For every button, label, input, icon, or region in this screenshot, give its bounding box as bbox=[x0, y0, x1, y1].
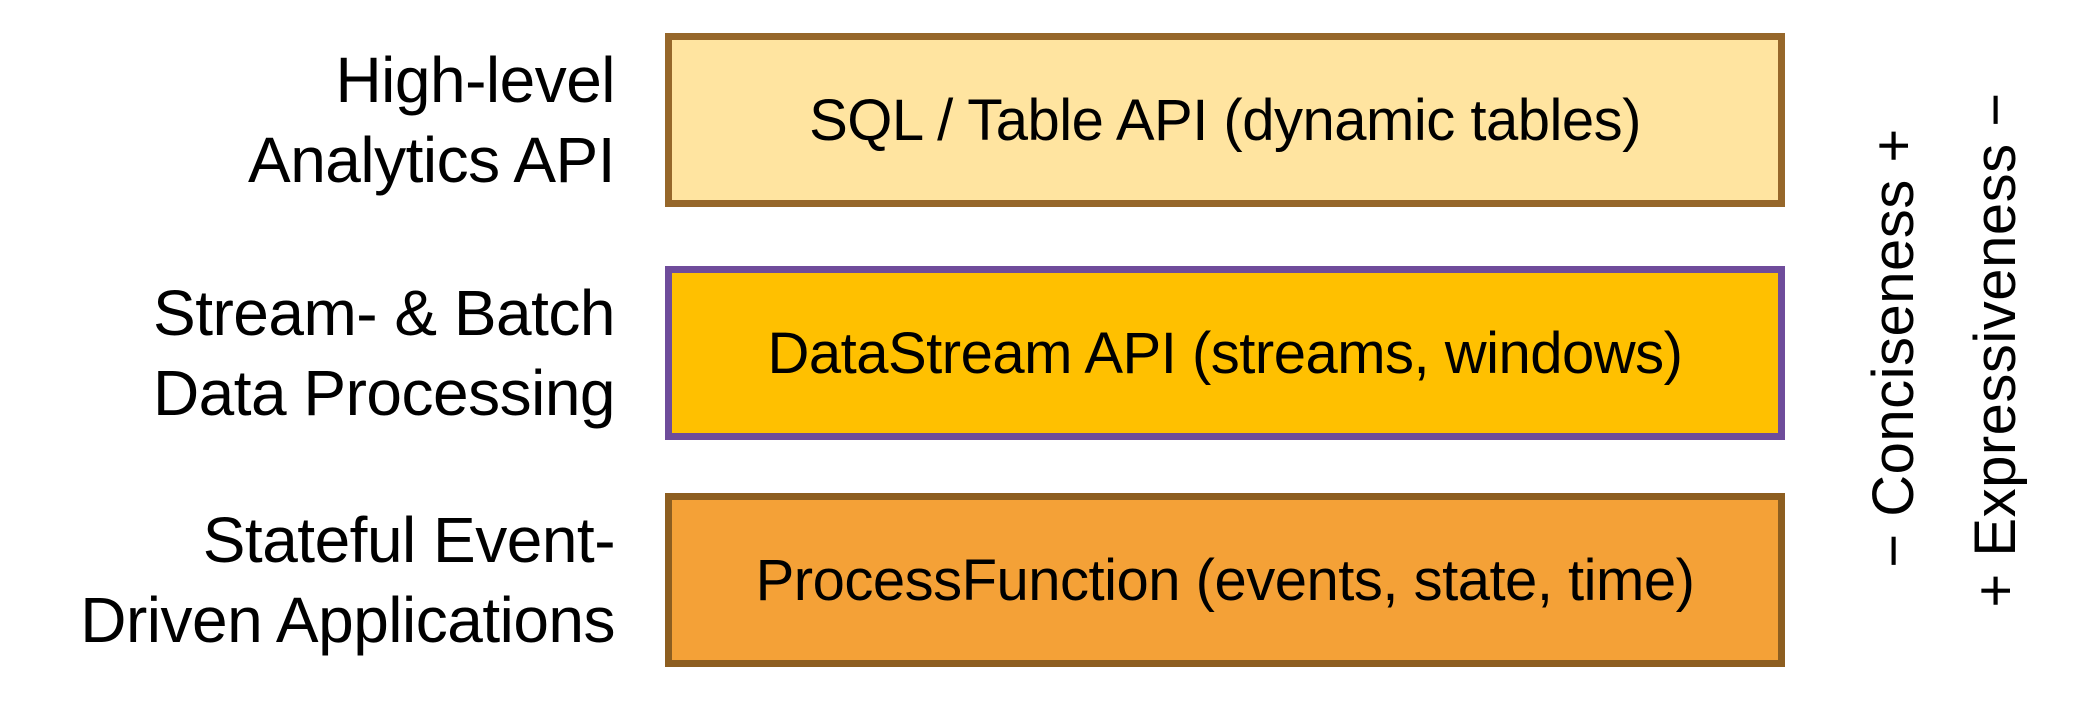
layer-description-stateful-event-driven: Stateful Event- Driven Applications bbox=[0, 493, 615, 667]
layer-box-label: DataStream API (streams, windows) bbox=[767, 320, 1683, 386]
expressiveness-axis-label: + Expressiveness − bbox=[1962, 92, 2028, 608]
layer-description-line: Stateful Event- bbox=[202, 504, 616, 576]
layer-box-datastream-api: DataStream API (streams, windows) bbox=[665, 266, 1785, 440]
layer-box-label: ProcessFunction (events, state, time) bbox=[755, 547, 1695, 613]
api-layer-row-datastream: Stream- & Batch Data Processing DataStre… bbox=[0, 266, 2074, 440]
layer-description-line: Analytics API bbox=[248, 124, 616, 196]
layer-description-line: Driven Applications bbox=[80, 584, 615, 656]
layer-description-stream-batch-processing: Stream- & Batch Data Processing bbox=[0, 266, 616, 440]
api-layer-row-sql: High-level Analytics API SQL / Table API… bbox=[0, 33, 2074, 207]
layer-description-line: Stream- & Batch bbox=[153, 277, 616, 349]
layer-box-sql-table-api: SQL / Table API (dynamic tables) bbox=[665, 33, 1785, 207]
conciseness-axis-label: − Conciseness + bbox=[1860, 128, 1926, 568]
layer-description-line: High-level bbox=[335, 44, 615, 116]
api-layer-row-processfunction: Stateful Event- Driven Applications Proc… bbox=[0, 493, 2074, 667]
layer-description-high-level-analytics: High-level Analytics API bbox=[0, 33, 616, 207]
layer-box-label: SQL / Table API (dynamic tables) bbox=[809, 87, 1641, 153]
layer-description-line: Data Processing bbox=[152, 357, 616, 429]
layer-box-processfunction: ProcessFunction (events, state, time) bbox=[665, 493, 1785, 667]
